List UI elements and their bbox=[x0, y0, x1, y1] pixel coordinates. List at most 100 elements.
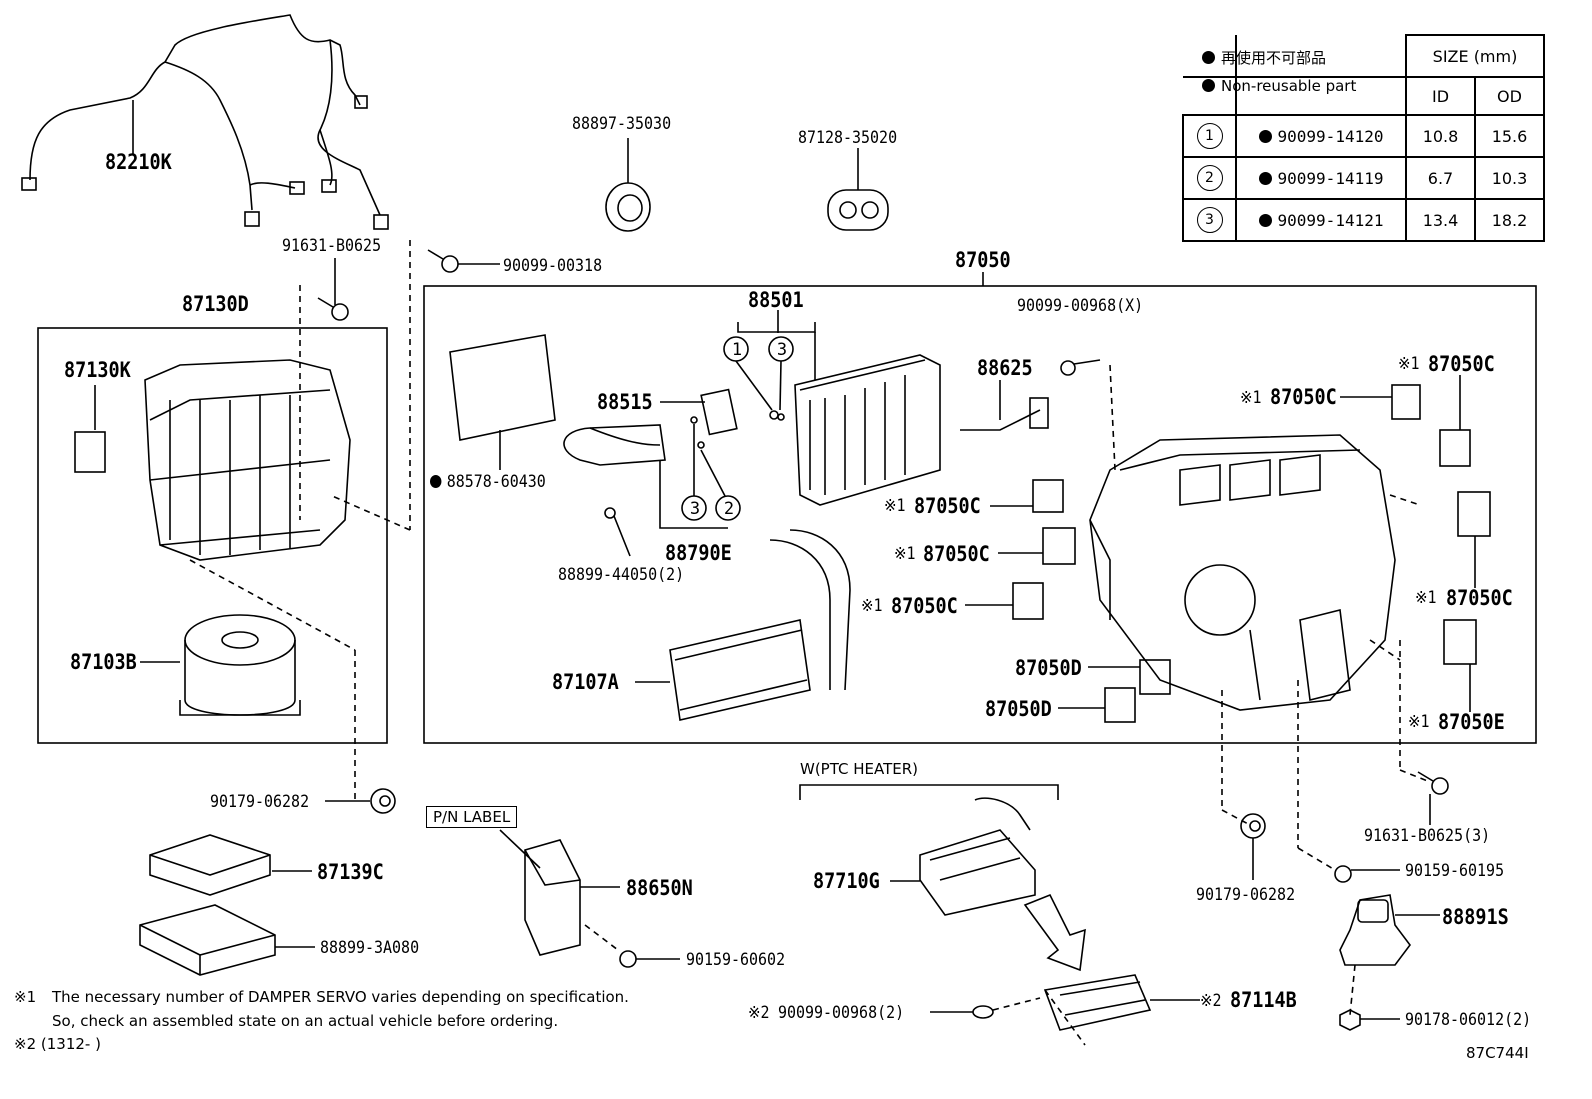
filled-dot-icon bbox=[1258, 129, 1272, 143]
part-87050C-r2[interactable]: 87050C bbox=[1428, 352, 1495, 376]
part-87050C-r1[interactable]: 87050C bbox=[1270, 385, 1337, 409]
servo-87050C-m3 bbox=[965, 582, 1044, 620]
servo-87130K bbox=[74, 385, 106, 473]
hvac-unit-87050 bbox=[1089, 434, 1396, 711]
part-91631-B0625[interactable]: 91631-B0625 bbox=[282, 236, 382, 256]
part-number[interactable]: 90099-14120 bbox=[1277, 126, 1384, 146]
part-87050C-r3[interactable]: 87050C bbox=[1446, 586, 1513, 610]
od-value: 15.6 bbox=[1474, 114, 1545, 158]
table-row: 1 90099-14120 10.8 15.6 bbox=[1182, 114, 1545, 158]
part-88899-44050[interactable]: 88899-44050(2) bbox=[558, 565, 685, 585]
servo-87050E bbox=[1443, 619, 1477, 712]
nut-90178-06012 bbox=[1339, 1009, 1400, 1031]
footnote-2: ※2 (1312- ) bbox=[14, 1035, 101, 1053]
table-row: 3 90099-14121 13.4 18.2 bbox=[1182, 198, 1545, 242]
screw-90099-00968-2 bbox=[930, 997, 1041, 1019]
part-88578-60430-text: 88578-60430 bbox=[446, 472, 546, 492]
part-87139C[interactable]: 87139C bbox=[317, 860, 384, 884]
ref-circle: 1 bbox=[1196, 123, 1223, 149]
filled-dot-icon bbox=[1258, 171, 1272, 185]
blower-assembly-box bbox=[37, 327, 388, 744]
part-91631-B0625-3[interactable]: 91631-B0625(3) bbox=[1364, 826, 1491, 846]
part-87050D-1[interactable]: 87050D bbox=[1015, 656, 1082, 680]
filter-88899-3A080 bbox=[139, 904, 315, 976]
part-90099-00968-2[interactable]: 90099-00968(2) bbox=[778, 1003, 905, 1023]
mark-1: ※1 bbox=[1398, 354, 1420, 374]
nut-90179-06282-left bbox=[325, 788, 396, 814]
part-87050C-m2[interactable]: 87050C bbox=[923, 542, 990, 566]
footnote-1-line1: The necessary number of DAMPER SERVO var… bbox=[52, 988, 629, 1006]
screw-90099-00318 bbox=[427, 249, 500, 273]
grommet-87128-35020 bbox=[827, 148, 889, 231]
screw-91631-B0625-3 bbox=[1417, 771, 1449, 825]
part-88625[interactable]: 88625 bbox=[977, 356, 1033, 380]
wire-harness-drawing bbox=[21, 14, 389, 230]
part-90179-06282-right[interactable]: 90179-06282 bbox=[1196, 885, 1296, 905]
part-90178-06012[interactable]: 90178-06012(2) bbox=[1405, 1010, 1532, 1030]
footnote-1-line2: So, check an assembled state on an actua… bbox=[52, 1012, 559, 1030]
sensor-88625 bbox=[960, 380, 1049, 431]
part-87710G[interactable]: 87710G bbox=[813, 869, 880, 893]
pn-label-box: P/N LABEL bbox=[426, 806, 518, 828]
part-87050D-2[interactable]: 87050D bbox=[985, 697, 1052, 721]
mark-1: ※1 bbox=[1408, 712, 1430, 732]
part-87107A[interactable]: 87107A bbox=[552, 670, 619, 694]
mark-1: ※1 bbox=[1415, 588, 1437, 608]
ref-2-label: 2 bbox=[723, 499, 735, 519]
heater-core-87107A bbox=[635, 529, 851, 721]
filter-87139C bbox=[149, 834, 312, 896]
part-90179-06282-left[interactable]: 90179-06282 bbox=[210, 792, 310, 812]
part-88515[interactable]: 88515 bbox=[597, 390, 653, 414]
ecu-88650N bbox=[499, 829, 620, 956]
part-87130K[interactable]: 87130K bbox=[64, 358, 131, 382]
servo-87050C-r1 bbox=[1340, 384, 1421, 420]
blower-case-drawing bbox=[144, 359, 351, 561]
arrow-icon bbox=[1023, 893, 1086, 972]
mark-2: ※2 bbox=[1200, 991, 1222, 1011]
servo-87050D-1 bbox=[1088, 659, 1171, 695]
part-90099-00968-X[interactable]: 90099-00968(X) bbox=[1017, 296, 1144, 316]
blower-motor-87103B bbox=[140, 614, 301, 716]
part-82210K[interactable]: 82210K bbox=[105, 150, 172, 174]
part-number[interactable]: 90099-14119 bbox=[1277, 168, 1384, 188]
part-87128-35020[interactable]: 87128-35020 bbox=[798, 128, 898, 148]
part-88897-35030[interactable]: 88897-35030 bbox=[572, 114, 672, 134]
part-87103B[interactable]: 87103B bbox=[70, 650, 137, 674]
expansion-valve-88515 bbox=[660, 388, 738, 436]
col-id: ID bbox=[1405, 76, 1476, 116]
part-88578-60430[interactable]: 88578-60430 bbox=[430, 472, 546, 492]
part-90159-60195[interactable]: 90159-60195 bbox=[1405, 861, 1505, 881]
ptc-heater-label: W(PTC HEATER) bbox=[800, 760, 919, 778]
part-87130D[interactable]: 87130D bbox=[182, 292, 249, 316]
part-88650N[interactable]: 88650N bbox=[626, 876, 693, 900]
pipe-88790E bbox=[563, 424, 666, 466]
part-87114B[interactable]: 87114B bbox=[1230, 988, 1297, 1012]
part-88501[interactable]: 88501 bbox=[748, 288, 804, 312]
servo-87050C-m1 bbox=[990, 479, 1064, 513]
servo-87050D-2 bbox=[1058, 687, 1136, 723]
footnote-1-mark: ※1 bbox=[14, 988, 37, 1006]
mark-1: ※1 bbox=[861, 596, 883, 616]
part-90099-00318[interactable]: 90099-00318 bbox=[503, 256, 603, 276]
part-88790E[interactable]: 88790E bbox=[665, 541, 732, 565]
id-value: 6.7 bbox=[1405, 156, 1476, 200]
servo-87050C-r3 bbox=[1457, 491, 1491, 588]
bolt-88899-44050 bbox=[604, 507, 631, 557]
ref-3-label: 3 bbox=[776, 340, 788, 360]
id-value: 13.4 bbox=[1405, 198, 1476, 242]
nut-90179-06282-right bbox=[1240, 813, 1266, 880]
part-88899-3A080[interactable]: 88899-3A080 bbox=[320, 938, 420, 958]
size-table: SIZE (mm) ID OD 1 90099-14120 10.8 15.6 … bbox=[1182, 34, 1545, 242]
part-88891S[interactable]: 88891S bbox=[1442, 905, 1509, 929]
part-number[interactable]: 90099-14121 bbox=[1277, 210, 1384, 230]
col-od: OD bbox=[1474, 76, 1545, 116]
servo-87050C-r2 bbox=[1439, 375, 1471, 467]
part-90159-60602[interactable]: 90159-60602 bbox=[686, 950, 786, 970]
id-value: 10.8 bbox=[1405, 114, 1476, 158]
part-87050C-m3[interactable]: 87050C bbox=[891, 594, 958, 618]
part-87050[interactable]: 87050 bbox=[955, 248, 1011, 272]
heater-unit-box bbox=[423, 285, 1537, 744]
part-87050E[interactable]: 87050E bbox=[1438, 710, 1505, 734]
part-87050C-m1[interactable]: 87050C bbox=[914, 494, 981, 518]
